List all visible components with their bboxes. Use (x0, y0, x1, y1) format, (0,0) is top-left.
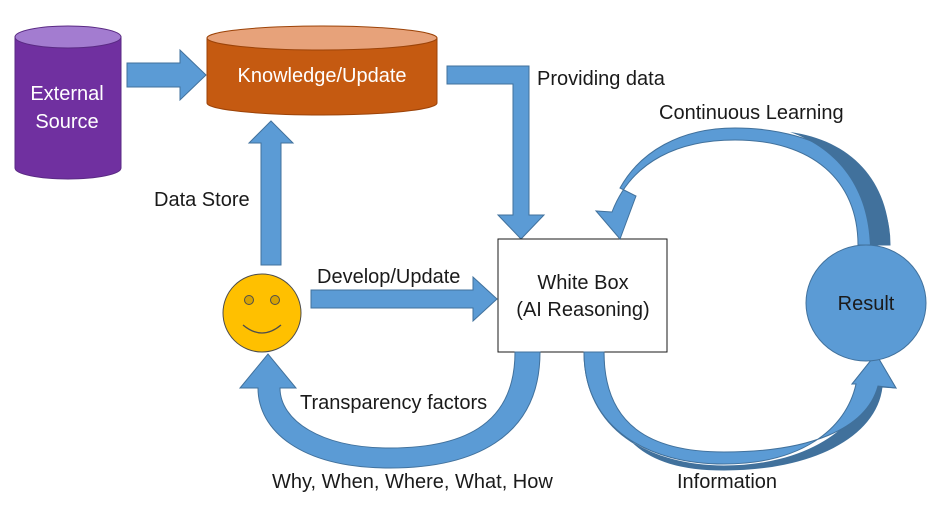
arrow-continuous-learning-inner (790, 132, 890, 245)
arrow-continuous-learning-curve (594, 127, 891, 246)
label-why-when-where: Why, When, Where, What, How (272, 471, 553, 493)
knowledge-update-top (206, 25, 438, 51)
label-transparency-factors: Transparency factors (300, 392, 487, 414)
result-label: Result (838, 293, 895, 315)
arrow-user-to-knowledge (247, 120, 295, 266)
result-node: Result (805, 244, 927, 362)
arrow-knowledge-to-whitebox (446, 65, 546, 240)
knowledge-update-label: Knowledge/Update (237, 65, 406, 87)
external-source-top (14, 25, 122, 49)
label-data-store: Data Store (154, 189, 250, 211)
user-eye-right (270, 295, 280, 305)
arrow-information-curve-face (583, 351, 897, 465)
white-box-label-line1: White Box (537, 272, 628, 294)
external-source-body (14, 36, 122, 180)
arrow-transparency-curve (238, 351, 541, 469)
white-box-label-line2: (AI Reasoning) (516, 299, 649, 321)
external-source-label-line1: External (30, 83, 103, 105)
external-source-label-line2: Source (35, 111, 98, 133)
user-eye-left (244, 295, 254, 305)
label-information: Information (677, 471, 777, 493)
label-providing-data: Providing data (537, 68, 666, 90)
label-develop-update: Develop/Update (317, 266, 460, 288)
user-smiley-icon (222, 273, 302, 353)
user-face (222, 273, 302, 353)
label-continuous-learning: Continuous Learning (659, 102, 844, 124)
white-box-node: White Box (AI Reasoning) (497, 238, 668, 353)
user-mouth (242, 324, 282, 334)
arrow-source-to-knowledge (126, 48, 207, 102)
knowledge-update-cylinder: Knowledge/Update (206, 25, 438, 116)
arrow-user-to-whitebox (310, 275, 498, 323)
knowledge-update-body (206, 37, 438, 116)
white-box-rect (497, 238, 668, 353)
external-source-cylinder: External Source (14, 25, 122, 180)
